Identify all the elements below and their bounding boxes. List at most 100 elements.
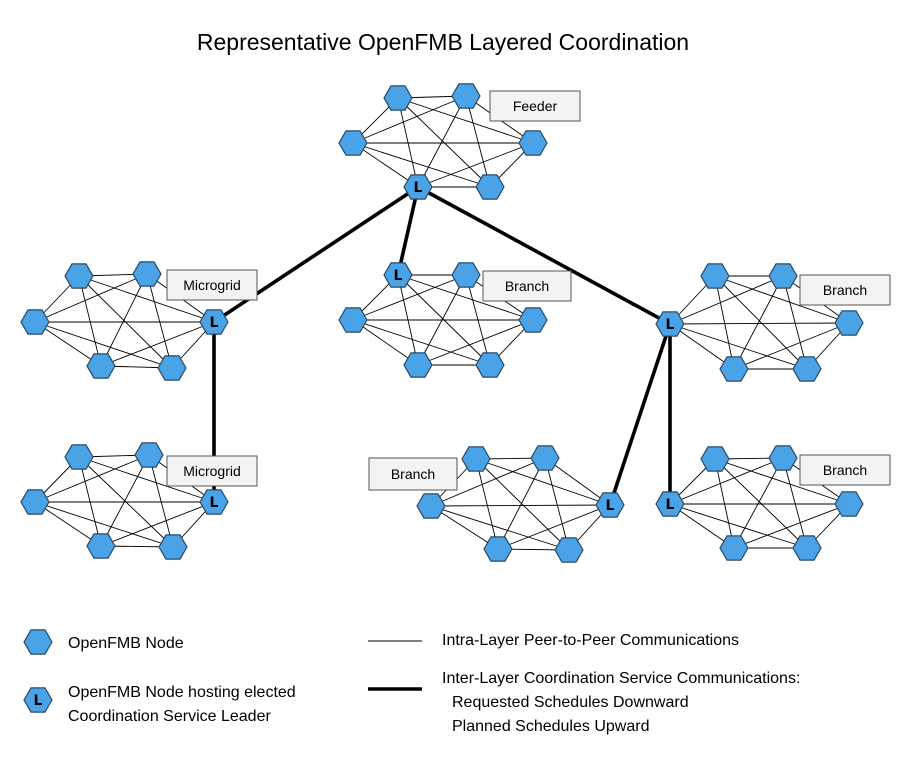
intra-layer-link [497,457,546,550]
intra-layer-link [669,322,850,325]
intra-layer-link [714,275,808,370]
openfmb-node [475,352,505,378]
cluster-label: Microgrid [183,277,241,293]
leader-node [595,492,625,518]
intra-layer-link [714,458,808,549]
openfmb-node [134,442,164,468]
intra-layer-link [352,142,491,188]
intra-layer-link [352,95,467,144]
intra-layer-link [397,97,534,144]
openfmb-node [338,307,368,333]
openfmb-node [416,493,446,519]
intra-layer-link [430,505,570,551]
openfmb-node [768,445,798,471]
cluster-label-box [799,274,891,306]
leader-marker: L [666,317,675,333]
inter-layer-link-feeder-microgrid1 [213,185,419,324]
openfmb-node [719,535,749,561]
intra-layer-link [475,458,611,506]
intra-layer-link [78,456,215,503]
intra-layer-link [669,323,735,370]
intra-layer-link [352,319,419,366]
openfmb-node [451,262,481,288]
leader-node [655,311,685,337]
openfmb-node [530,445,560,471]
cluster-label-box [482,270,572,302]
intra-layer-link [669,457,784,505]
intra-layer-link [34,321,173,369]
intra-layer-link [669,275,784,325]
inter-layer-links [212,185,672,506]
intra-layer-link [78,275,102,367]
legend-leader-marker: L [34,693,43,709]
intra-layer-link [397,97,491,188]
intra-layer-link [430,504,611,507]
intra-layer-link [714,458,735,549]
intra-layer-link [669,323,808,370]
intra-layer-link [417,319,534,366]
leader-marker: L [210,495,219,511]
openfmb-node [518,307,548,333]
intra-layer-link [669,503,735,549]
leader-marker: L [210,315,219,331]
cluster-label: Branch [823,282,867,298]
openfmb-node [86,353,116,379]
intra-layer-link [417,95,467,188]
openfmb-node [64,263,94,289]
openfmb-node [518,130,548,156]
cluster-label: Microgrid [183,463,241,479]
intra-layer-link [417,142,534,188]
legend-node-icon [23,629,53,655]
leader-node [199,309,229,335]
legend-leader-label-2: Coordination Service Leader [68,708,271,725]
openfmb-node [20,489,50,515]
legend-node-label: OpenFMB Node [68,635,184,652]
intra-layer-link [34,501,102,547]
intra-layer-link [352,142,419,188]
cluster-label: Branch [391,466,435,482]
leader-node [199,489,229,515]
openfmb-node [383,85,413,111]
intra-layer-link [782,457,808,549]
intra-layer-link [34,273,148,323]
cluster-label-box [489,90,581,122]
intra-layer-link [733,457,784,549]
leader-marker: L [606,498,615,514]
intra-layer-link [397,274,534,321]
openfmb-node [792,535,822,561]
leader-marker: L [394,268,403,284]
openfmb-node [86,533,116,559]
openfmb-node [403,352,433,378]
legend-inter-label-2: Requested Schedules Downward [452,694,689,711]
intra-layer-link [544,457,611,506]
intra-layer-link [34,501,174,548]
cluster-label-box [166,269,258,301]
intra-layer-link [733,275,784,370]
legend-leader-icon [23,687,53,713]
leader-node [403,174,433,200]
intra-layer-link [352,274,467,321]
openfmb-node [475,174,505,200]
inter-layer-link-feeder-branch1 [396,186,420,276]
legend-inter-label-1: Inter-Layer Coordination Service Communi… [442,670,800,687]
openfmb-node [719,356,749,382]
intra-layer-link [475,458,499,550]
leader-marker: L [414,180,423,196]
openfmb-node [700,446,730,472]
openfmb-node [132,261,162,287]
intra-layer-link [34,321,102,367]
cluster-label: Branch [823,462,867,478]
intra-layer-link [430,457,546,507]
intra-layer-link [714,275,850,324]
leader-node [655,491,685,517]
intra-layer-link [733,503,850,549]
intra-layer-link [146,273,173,369]
intra-layer-link [100,321,215,367]
cluster-label: Feeder [513,98,558,114]
